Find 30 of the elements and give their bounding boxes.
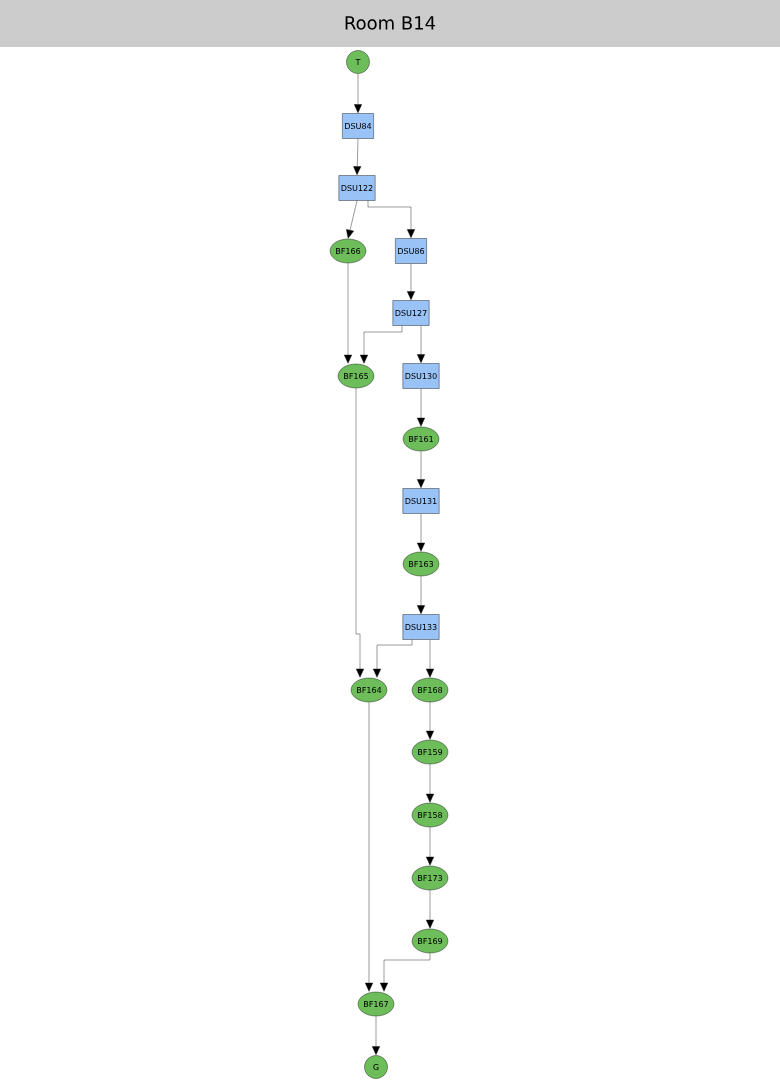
node-box: DSU130 bbox=[402, 363, 440, 389]
arrow bbox=[426, 702, 434, 740]
arrow bbox=[372, 1016, 380, 1055]
arrow bbox=[367, 200, 415, 238]
arrow bbox=[355, 388, 364, 678]
arrow bbox=[426, 890, 434, 929]
arrow bbox=[373, 639, 413, 678]
arrow bbox=[417, 576, 425, 615]
arrow bbox=[344, 263, 352, 364]
arrow bbox=[360, 325, 403, 364]
node-box: DSU131 bbox=[402, 488, 440, 514]
title-banner: Room B14 bbox=[0, 0, 780, 47]
arrow bbox=[417, 388, 425, 427]
arrow bbox=[365, 702, 373, 992]
node-box: DSU122 bbox=[338, 175, 376, 201]
node-box: DSU127 bbox=[392, 300, 430, 326]
arrow bbox=[417, 513, 425, 552]
arrow bbox=[354, 73, 362, 113]
arrow bbox=[417, 325, 425, 363]
arrow bbox=[346, 200, 358, 239]
arrow bbox=[426, 827, 434, 866]
node-box: DSU133 bbox=[402, 614, 440, 640]
arrow bbox=[426, 639, 434, 678]
arrow bbox=[426, 764, 434, 803]
node-box: DSU86 bbox=[395, 238, 427, 264]
arrow bbox=[417, 451, 425, 488]
node-box: DSU84 bbox=[342, 113, 374, 139]
arrow bbox=[407, 263, 415, 300]
arrow bbox=[380, 953, 431, 992]
arrow bbox=[353, 138, 362, 175]
